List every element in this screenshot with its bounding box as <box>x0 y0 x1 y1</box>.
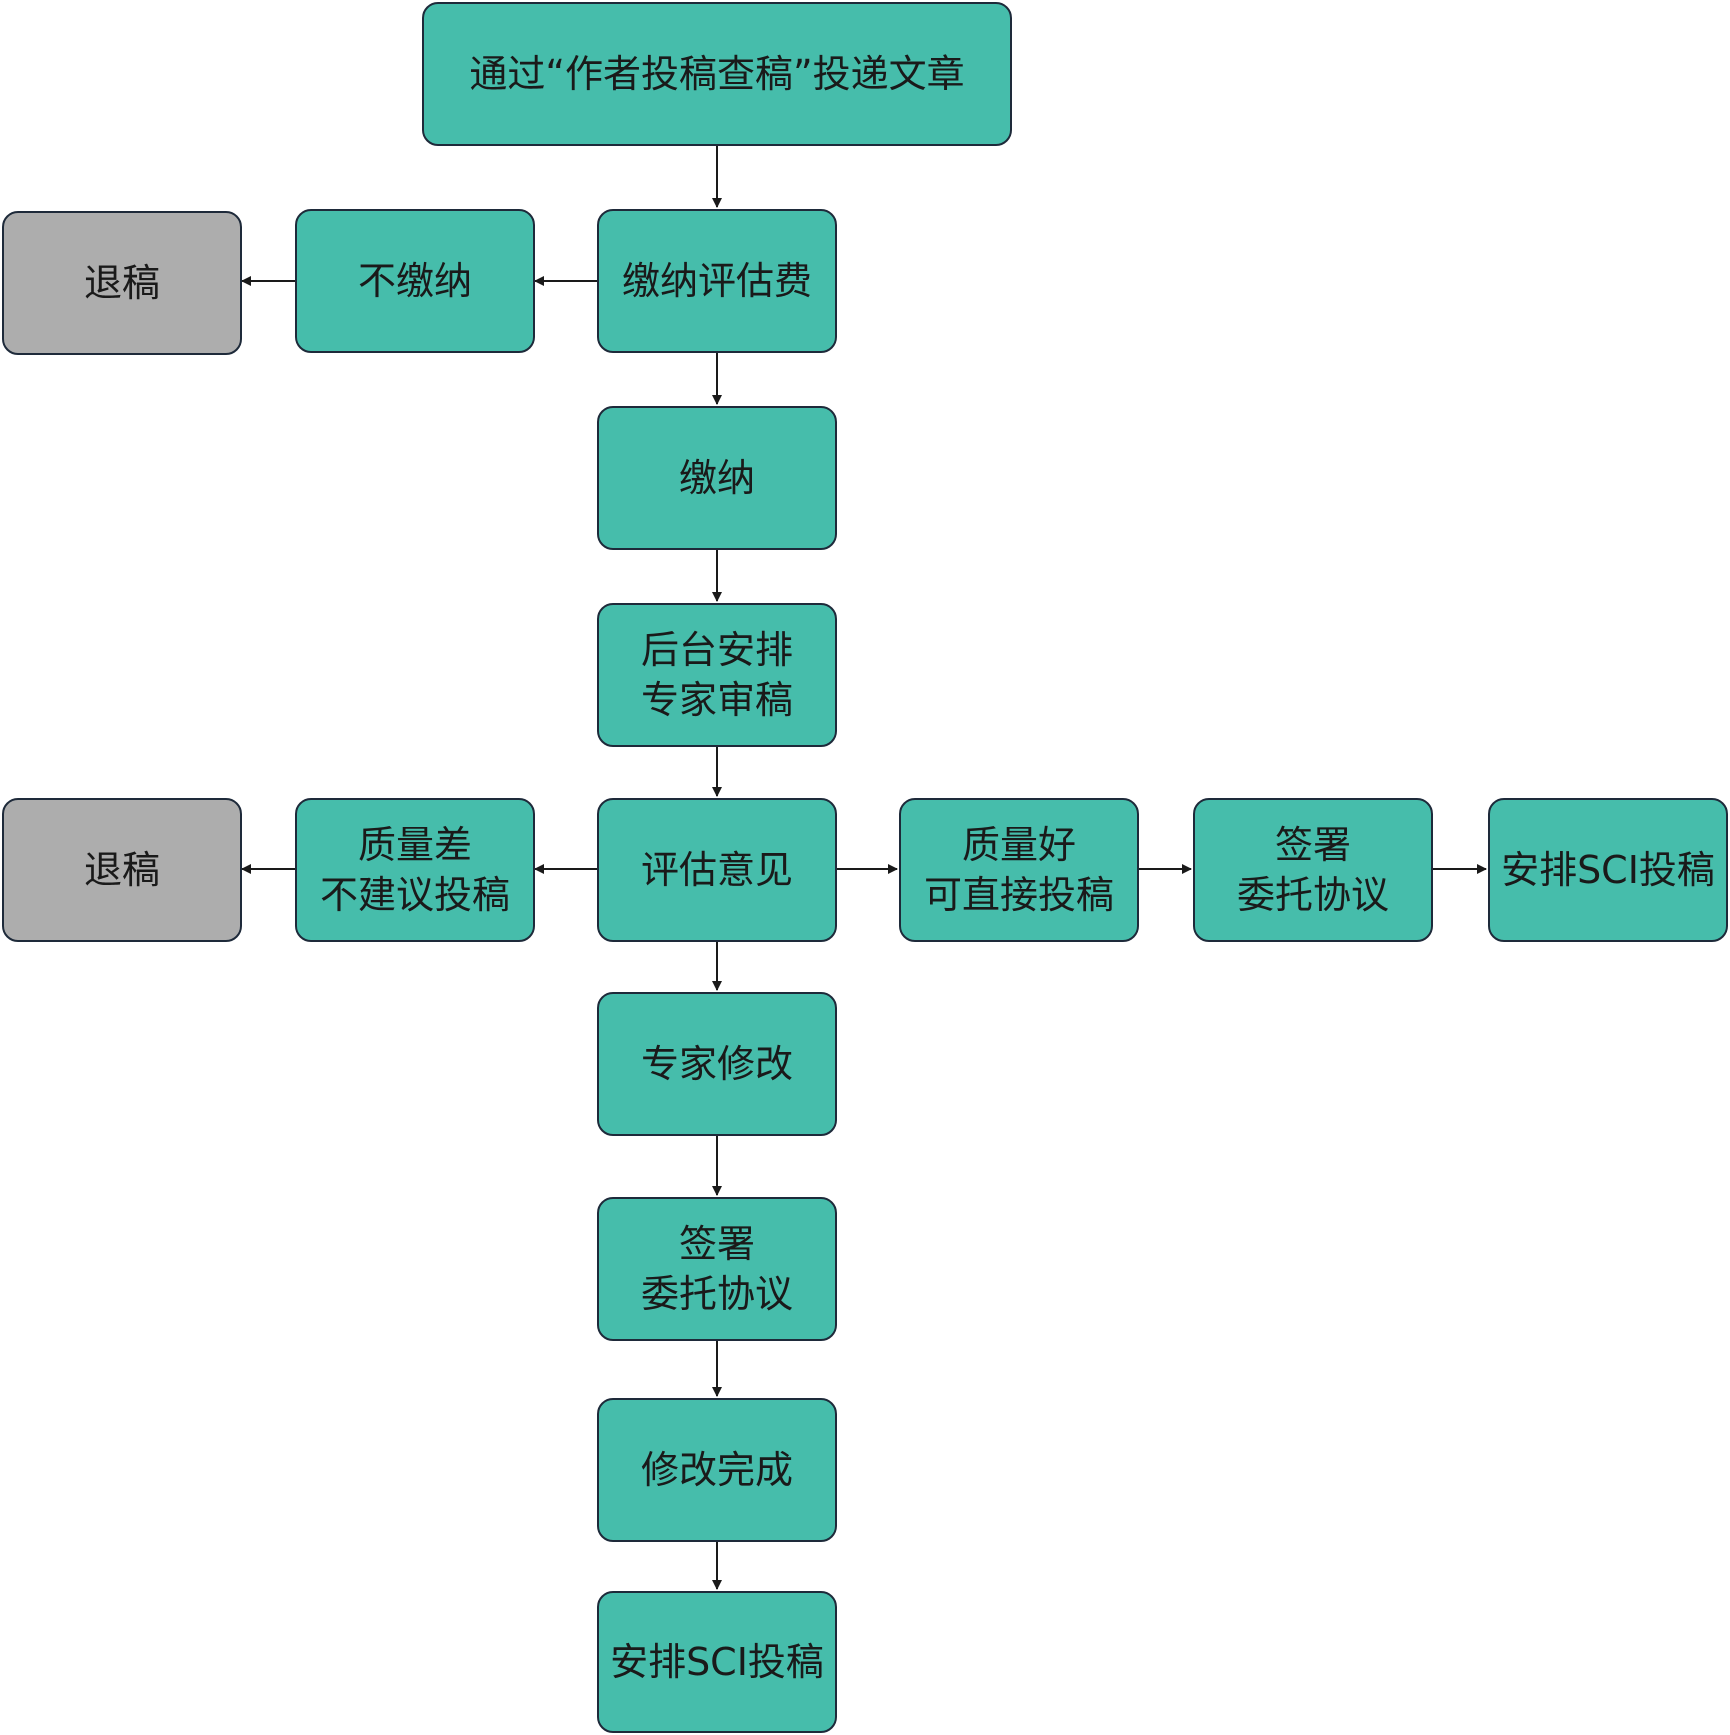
node-paid-line-1: 缴纳 <box>678 456 755 500</box>
node-arrange-review-line-1: 后台安排 <box>640 628 793 672</box>
node-no-pay-label: 不缴纳 <box>358 256 472 306</box>
node-evaluation-label: 评估意见 <box>641 845 793 895</box>
node-sign-agreement-right-line-2: 委托协议 <box>1236 873 1389 917</box>
node-expert-revise: 专家修改 <box>597 992 837 1136</box>
node-reject-1-label: 退稿 <box>84 258 160 308</box>
node-sign-agreement-down-line-2: 委托协议 <box>640 1272 793 1316</box>
node-submit-label: 通过“作者投稿查稿”投递文章 <box>469 49 964 99</box>
node-reject-2-label: 退稿 <box>84 845 160 895</box>
node-reject-1: 退稿 <box>2 211 242 355</box>
node-sign-agreement-right-line-1: 签署 <box>1274 823 1351 867</box>
node-sign-agreement-down-line-1: 签署 <box>678 1222 755 1266</box>
node-arrange-sci-down-line-1: 安排SCI投稿 <box>610 1640 824 1684</box>
node-arrange-review-line-2: 专家审稿 <box>640 678 793 722</box>
node-reject-2: 退稿 <box>2 798 242 942</box>
node-reject-2-line-1: 退稿 <box>83 848 160 892</box>
node-revise-done: 修改完成 <box>597 1398 837 1542</box>
node-arrange-sci-right-label: 安排SCI投稿 <box>1501 845 1715 895</box>
node-arrange-review-label: 后台安排 专家审稿 <box>641 625 793 725</box>
node-revise-done-label: 修改完成 <box>641 1445 793 1495</box>
node-pay-fee-label: 缴纳评估费 <box>622 256 812 306</box>
node-good-quality-label: 质量好 可直接投稿 <box>924 820 1114 920</box>
node-arrange-sci-down: 安排SCI投稿 <box>597 1591 837 1733</box>
node-arrange-sci-down-label: 安排SCI投稿 <box>610 1637 824 1687</box>
node-no-pay-line-1: 不缴纳 <box>357 259 472 303</box>
node-paid-label: 缴纳 <box>679 453 755 503</box>
node-sign-agreement-right: 签署 委托协议 <box>1193 798 1433 942</box>
node-sign-agreement-right-label: 签署 委托协议 <box>1237 820 1389 920</box>
node-expert-revise-line-1: 专家修改 <box>640 1042 793 1086</box>
node-sign-agreement-down: 签署 委托协议 <box>597 1197 837 1341</box>
node-poor-quality: 质量差 不建议投稿 <box>295 798 535 942</box>
node-pay-fee: 缴纳评估费 <box>597 209 837 353</box>
node-submit: 通过“作者投稿查稿”投递文章 <box>422 2 1012 146</box>
node-evaluation-line-1: 评估意见 <box>640 848 793 892</box>
node-reject-1-line-1: 退稿 <box>83 261 160 305</box>
node-submit-line-1: 通过“作者投稿查稿”投递文章 <box>469 52 965 96</box>
node-good-quality-line-2: 可直接投稿 <box>923 873 1114 917</box>
node-poor-quality-line-2: 不建议投稿 <box>319 873 510 917</box>
node-poor-quality-label: 质量差 不建议投稿 <box>320 820 510 920</box>
node-arrange-review: 后台安排 专家审稿 <box>597 603 837 747</box>
node-revise-done-line-1: 修改完成 <box>640 1448 793 1492</box>
node-pay-fee-line-1: 缴纳评估费 <box>621 259 812 303</box>
node-good-quality-line-1: 质量好 <box>961 823 1076 867</box>
node-evaluation: 评估意见 <box>597 798 837 942</box>
node-sign-agreement-down-label: 签署 委托协议 <box>641 1219 793 1319</box>
node-arrange-sci-right-line-1: 安排SCI投稿 <box>1501 848 1715 892</box>
node-paid: 缴纳 <box>597 406 837 550</box>
node-good-quality: 质量好 可直接投稿 <box>899 798 1139 942</box>
node-poor-quality-line-1: 质量差 <box>357 823 472 867</box>
node-arrange-sci-right: 安排SCI投稿 <box>1488 798 1728 942</box>
node-expert-revise-label: 专家修改 <box>641 1039 793 1089</box>
node-no-pay: 不缴纳 <box>295 209 535 353</box>
